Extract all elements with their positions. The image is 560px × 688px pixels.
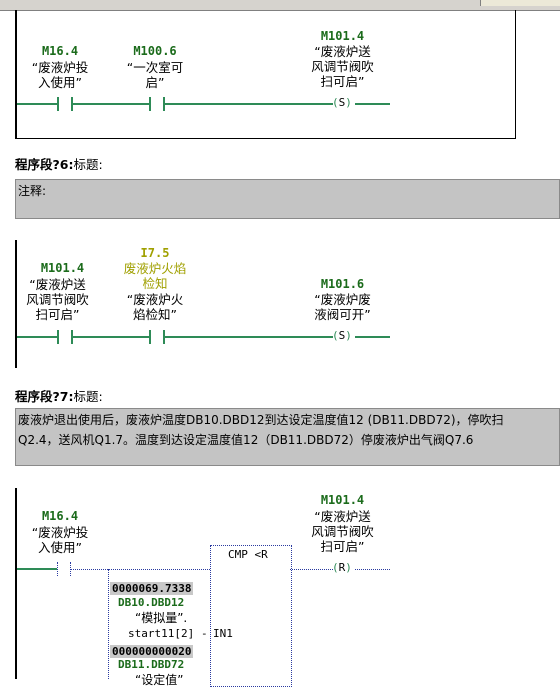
window-top-scroll[interactable] <box>480 0 560 6</box>
contact-symbol: 废液炉火焰 检知 <box>123 261 187 291</box>
in1-symbol-label: “模拟量”. <box>135 611 188 625</box>
contact-label: “一次室可 启” <box>126 60 184 90</box>
rung-wire <box>163 336 333 338</box>
rung-wire <box>71 336 149 338</box>
power-rail <box>15 240 17 368</box>
network-comment[interactable]: 注释: <box>15 179 560 219</box>
in1-connector: - <box>201 627 208 640</box>
contact-label: “废液炉投 入使用” <box>31 525 89 555</box>
contact-address: M16.4 <box>41 44 79 58</box>
rung-wire <box>355 336 390 338</box>
branch-wire <box>108 569 109 679</box>
compare-box[interactable] <box>210 545 292 687</box>
rung-wire <box>17 336 57 338</box>
rung-wire <box>163 103 333 105</box>
set-coil[interactable]: (S) <box>332 96 352 109</box>
network-comment[interactable]: 废液炉退出使用后，废液炉温度DB10.DBD12到达设定温度值12 (DB11.… <box>15 408 560 466</box>
coil-address: M101.6 <box>320 277 365 291</box>
contact-address: M100.6 <box>133 44 177 58</box>
rung-wire <box>71 103 149 105</box>
coil-label: “废液炉废 液阀可开” <box>314 292 371 322</box>
window-top-border <box>0 0 560 11</box>
coil-address: M101.4 <box>320 29 365 43</box>
contact-address: M101.4 <box>40 261 85 275</box>
in2-symbol-label: “设定值” <box>135 673 184 687</box>
coil-label: “废液炉送 风调节阀吹 扫可启” <box>311 44 374 89</box>
in1-member: start11[2] <box>128 627 195 640</box>
rung-wire <box>355 103 390 105</box>
coil-label: “废液炉送 风调节阀吹 扫可启” <box>311 509 374 554</box>
rung-wire-unpowered <box>71 569 210 570</box>
network-frame <box>15 10 516 139</box>
power-rail <box>15 10 17 138</box>
set-coil[interactable]: (S) <box>332 329 352 342</box>
rung-wire-unpowered <box>290 569 333 570</box>
contact-label: “废液炉火 焰检知” <box>126 292 184 322</box>
contact-label: “废液炉投 入使用” <box>31 60 89 90</box>
network-title[interactable]: 程序段?6:标题: <box>15 157 103 172</box>
compare-box-label: CMP <R <box>228 548 268 561</box>
in2-value: 000000000020 <box>110 645 194 658</box>
contact-address: M16.4 <box>41 509 79 523</box>
in1-address: DB10.DBD12 <box>118 596 185 609</box>
coil-address: M101.4 <box>320 493 365 507</box>
in1-pin: IN1 <box>213 627 233 640</box>
in1-value: 0000069.7338 <box>110 582 194 595</box>
rung-wire <box>17 103 57 105</box>
network-title[interactable]: 程序段?7:标题: <box>15 389 103 404</box>
power-rail <box>15 488 17 679</box>
reset-coil[interactable]: (R) <box>332 561 352 574</box>
contact-label: “废液炉送 风调节阀吹 扫可启” <box>26 277 89 322</box>
in2-address: DB11.DBD72 <box>118 658 185 671</box>
no-contact-unpowered[interactable] <box>57 562 71 576</box>
rung-wire <box>17 568 57 570</box>
rung-wire-unpowered <box>355 569 390 570</box>
contact-address: I7.5 <box>140 246 170 260</box>
